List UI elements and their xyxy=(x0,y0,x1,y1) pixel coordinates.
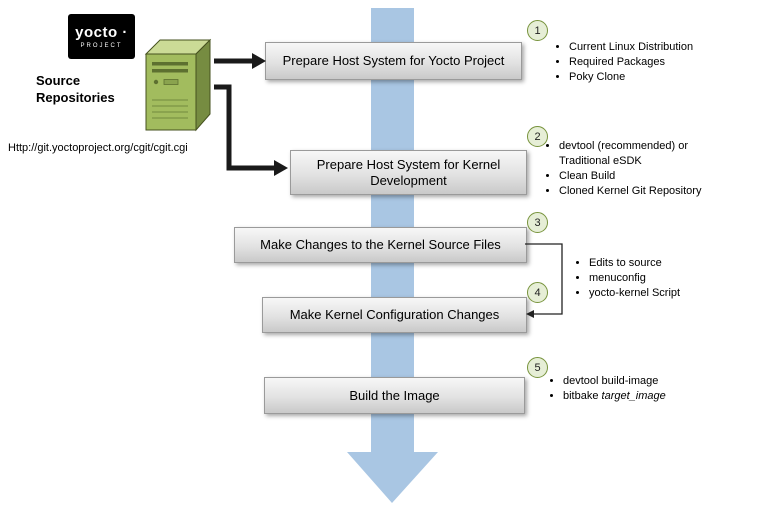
bullet-item: menuconfig xyxy=(589,271,749,286)
step-5-bullet-list: devtool build-image bitbake target_image xyxy=(550,374,748,404)
step-badge-2: 2 xyxy=(527,126,548,147)
step-box-label: Make Changes to the Kernel Source Files xyxy=(260,237,501,252)
bullet-item: Required Packages xyxy=(569,55,764,70)
bullet-item: devtool (recommended) or Traditional eSD… xyxy=(559,139,741,169)
step-badge-5: 5 xyxy=(527,357,548,378)
server-icon xyxy=(144,38,212,132)
yocto-logo-wordmark: yocto · xyxy=(75,23,128,41)
arrowhead-box2 xyxy=(274,160,288,176)
step-1-bullet-list: Current Linux Distribution Required Pack… xyxy=(556,40,764,85)
arrow-server-to-box2 xyxy=(214,84,274,171)
step-box-make-source-changes: Make Changes to the Kernel Source Files xyxy=(234,227,527,263)
bitbake-command-prefix: bitbake xyxy=(563,390,602,402)
server-drive-slot xyxy=(152,62,188,66)
step-badge-4: 4 xyxy=(527,282,548,303)
bullet-item: Poky Clone xyxy=(569,70,764,85)
bullet-item: Edits to source xyxy=(589,256,749,271)
step-box-prepare-host-yocto: Prepare Host System for Yocto Project xyxy=(265,42,522,80)
server-side-face xyxy=(195,38,211,132)
step-2-bullet-list: devtool (recommended) or Traditional eSD… xyxy=(546,139,741,199)
step-box-label: Prepare Host System for Kernel Developme… xyxy=(316,156,501,188)
step-box-label: Prepare Host System for Yocto Project xyxy=(282,53,505,68)
server-drive-slot xyxy=(152,69,188,73)
yocto-logo-subtext: PROJECT xyxy=(80,42,123,49)
source-repositories-label-line1: Source xyxy=(36,73,81,88)
bullet-item: Cloned Kernel Git Repository xyxy=(559,184,741,199)
arrowhead-box4 xyxy=(526,310,534,318)
server-power-button xyxy=(153,79,159,85)
steps-3-4-shared-bullet-list: Edits to source menuconfig yocto-kernel … xyxy=(576,256,749,301)
step-box-make-config-changes: Make Kernel Configuration Changes xyxy=(262,297,527,333)
arrowhead-box1 xyxy=(252,53,266,69)
step-box-label: Make Kernel Configuration Changes xyxy=(289,307,500,322)
bitbake-target-image-arg: target_image xyxy=(601,390,666,402)
bullet-item: Current Linux Distribution xyxy=(569,40,764,55)
step-box-label: Build the Image xyxy=(349,387,440,403)
yocto-logo: yocto · PROJECT xyxy=(68,14,135,59)
step-box-build-image: Build the Image xyxy=(264,377,525,414)
bracket-box3-box4 xyxy=(525,243,563,315)
step-badge-1: 1 xyxy=(527,20,548,41)
source-repositories-label-line2: Repositories xyxy=(36,90,115,105)
step-box-prepare-host-kernel: Prepare Host System for Kernel Developme… xyxy=(290,150,527,195)
bullet-item: bitbake target_image xyxy=(563,389,748,404)
server-display xyxy=(163,79,179,85)
step-badge-3: 3 xyxy=(527,212,548,233)
bullet-item: Clean Build xyxy=(559,169,741,184)
source-repository-url: Http://git.yoctoproject.org/cgit/cgit.cg… xyxy=(8,142,188,154)
source-repositories-label: Source Repositories xyxy=(36,72,115,106)
bullet-item: yocto-kernel Script xyxy=(589,286,749,301)
bullet-item: devtool build-image xyxy=(563,374,748,389)
